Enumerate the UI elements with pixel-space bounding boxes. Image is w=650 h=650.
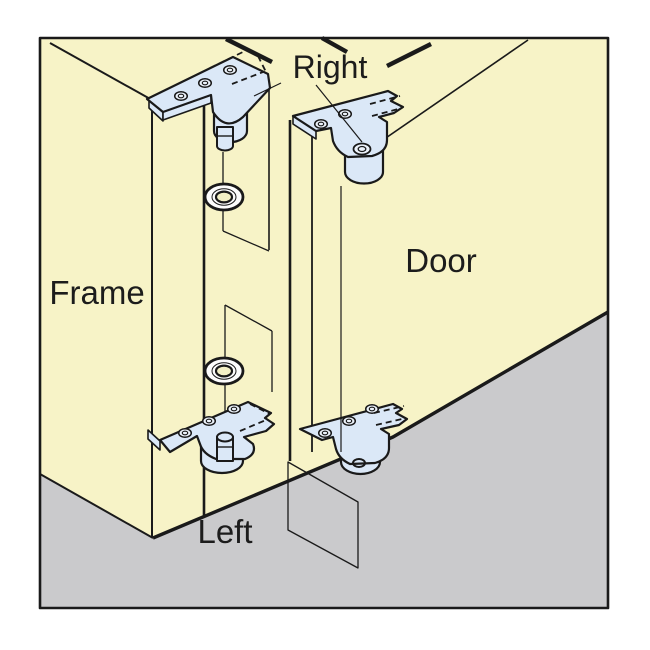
pivot-socket-hole — [352, 458, 366, 468]
screw-hole-inner — [341, 111, 349, 117]
hidden-edge-dashes — [369, 95, 403, 117]
right-label-leader-right — [315, 84, 363, 143]
screw-hole — [173, 90, 189, 102]
screw-hole — [177, 427, 193, 439]
frame-bottom-edge — [39, 473, 154, 539]
hidden-edge-dashes — [373, 405, 407, 426]
screw-hole — [226, 403, 242, 415]
door-bottom-pivot-hinge — [298, 402, 409, 476]
frame-bottom-pivot-hinge — [147, 400, 276, 475]
screw-hole — [364, 403, 380, 415]
hidden-edge-dashes — [209, 49, 268, 85]
screw-hole — [313, 118, 329, 130]
frame-top-pivot-hinge — [145, 49, 272, 152]
hidden-edge — [239, 419, 267, 432]
label-right: Right — [293, 49, 368, 85]
hidden-edge — [373, 405, 405, 414]
screw-hole-inner — [177, 93, 185, 99]
screw-hole — [317, 427, 333, 439]
hidden-edge-dashes — [239, 403, 271, 432]
hidden-edge — [375, 417, 407, 426]
label-frame: Frame — [49, 274, 144, 311]
hinge-plate-end-face — [147, 429, 161, 451]
right-label-leader-left — [253, 82, 282, 97]
washer-hole — [214, 364, 234, 378]
label-left: Left — [197, 513, 252, 550]
hidden-edge — [369, 95, 401, 105]
pivot-hole-inner — [357, 145, 367, 153]
washer-hole — [214, 190, 234, 204]
label-door: Door — [405, 242, 477, 279]
screw-hole-inner — [317, 121, 325, 127]
screw-hole — [201, 415, 217, 427]
pivot-hole — [352, 142, 372, 156]
cut-mark-left — [225, 37, 273, 64]
screw-hole-inner — [345, 418, 353, 424]
door-top-edge — [379, 39, 529, 143]
top-washer — [203, 182, 245, 212]
screw-hole-inner — [230, 406, 238, 412]
floor-surface — [40, 312, 608, 607]
screw-hole — [341, 415, 357, 427]
screw-hole-inner — [181, 430, 189, 436]
hinge-plate — [298, 402, 409, 466]
upper-cutout-bottom-slant — [222, 230, 270, 252]
frame-top-edge — [49, 42, 153, 101]
hinge-plate — [158, 400, 276, 461]
screw-hole-inner — [226, 67, 234, 73]
hidden-edge — [231, 71, 264, 85]
hidden-edge — [257, 55, 268, 75]
hinge-plate — [145, 55, 272, 125]
screw-hole — [222, 64, 238, 76]
hidden-edge — [209, 49, 248, 69]
cut-marks — [225, 36, 432, 68]
screw-hole-inner — [205, 418, 213, 424]
bottom-washer — [203, 356, 245, 386]
washer-rim — [211, 362, 237, 380]
screw-hole-inner — [201, 80, 209, 86]
screw-hole — [337, 108, 353, 120]
door-bottom-projection-outline — [287, 461, 359, 569]
door-outline — [288, 39, 529, 461]
cut-mark-right — [386, 42, 432, 68]
hinge-pin-top — [216, 431, 234, 443]
cut-mark-middle — [320, 36, 349, 54]
hinge-pin — [216, 126, 234, 152]
hidden-edge — [249, 403, 271, 415]
screw-hole-inner — [368, 406, 376, 412]
washer-rim — [211, 188, 237, 206]
screw-hole — [197, 77, 213, 89]
diagram-border — [38, 36, 610, 610]
hidden-edge — [371, 107, 403, 117]
floor-bold-edge — [152, 310, 609, 540]
screw-hole-inner — [321, 430, 329, 436]
lower-cutout-top-slant — [224, 304, 273, 332]
